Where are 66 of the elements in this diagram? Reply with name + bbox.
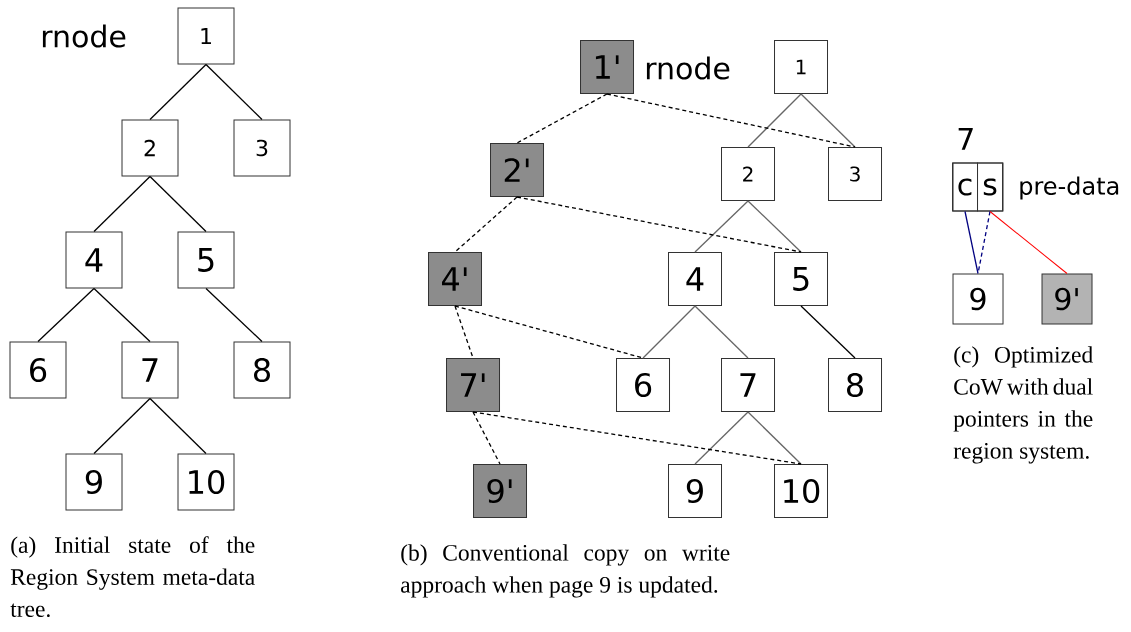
root-label: rnode [42,24,126,48]
tree-edge [989,211,1068,274]
tree-node-box: 7 [721,358,775,412]
tree-node-box: 1' [580,40,634,94]
tree-node-box: 8 [828,358,882,412]
tree-node-box: 1 [177,7,235,65]
tree-edge [516,93,608,144]
tree-edge [800,305,856,359]
tree-node-box: 2 [121,119,179,177]
tree-node-box: 5 [177,231,235,289]
pointer-cell: s [977,162,1003,212]
tree-edge [454,305,474,359]
tree-node-box: 3 [233,119,291,177]
tree-node-box: 4 [65,231,123,289]
tree-edge [642,305,696,359]
tree-node-box: 9' [473,464,527,518]
tree-node-box: 3 [828,147,882,201]
tree-edge [747,200,802,253]
tree-edge [93,397,151,455]
subfigure-caption: (c) Optimized CoW with dual pointers in the region system. [953,346,1093,464]
tree-node-box: 5 [774,252,828,306]
root-label: rnode [646,56,730,80]
tree-edge [516,196,802,253]
tree-edge [37,287,95,343]
tree-node-box: 4' [428,252,482,306]
pointer-cell: c [952,162,978,212]
tree-edge [800,93,856,148]
tree-node-box: 10 [177,453,235,511]
tree-edge [977,210,991,275]
tree-edge [205,287,263,343]
tree-node-box: 8 [233,341,291,399]
tree-node-box: 2' [490,143,544,197]
tree-edge [747,93,802,148]
tree-edge [472,411,802,465]
tree-node-box: 6 [9,341,67,399]
tree-node-box: 9 [65,453,123,511]
pointer-box [952,162,1004,212]
tree-edge [149,175,207,233]
tree-edge [964,210,979,275]
tree-edge [149,63,207,121]
tree-edge [747,411,802,465]
tree-node-box: 7 [121,341,179,399]
tree-edge [606,93,856,148]
side-label: pre-data [1020,176,1119,200]
tree-node-box: 2 [721,147,775,201]
tree-edge [694,305,749,359]
node-heading: 7 [958,127,973,150]
tree-node-box: 6 [616,358,670,412]
tree-node-box: 10 [774,464,828,518]
tree-edge [205,63,263,121]
tree-node-box: 4 [668,252,722,306]
tree-node-box: 7' [446,358,500,412]
tree-edge [93,287,151,343]
tree-edge [93,175,151,233]
subfigure-caption: (b) Conventional copy on write approach when page 9 is updated. [401,544,730,598]
tree-node-box: 9 [952,273,1004,325]
tree-edge [454,305,644,359]
subfigure-caption: (a) Initial state of the Region System meta-data tree. [10,536,255,618]
tree-edge [149,397,207,455]
tree-node-box: 9 [668,464,722,518]
tree-edge [472,411,501,465]
tree-edge [694,200,749,253]
tree-node-box: 1 [774,40,828,94]
tree-edge [454,196,518,253]
tree-edge [694,411,749,465]
tree-node-box: 9' [1041,273,1093,325]
